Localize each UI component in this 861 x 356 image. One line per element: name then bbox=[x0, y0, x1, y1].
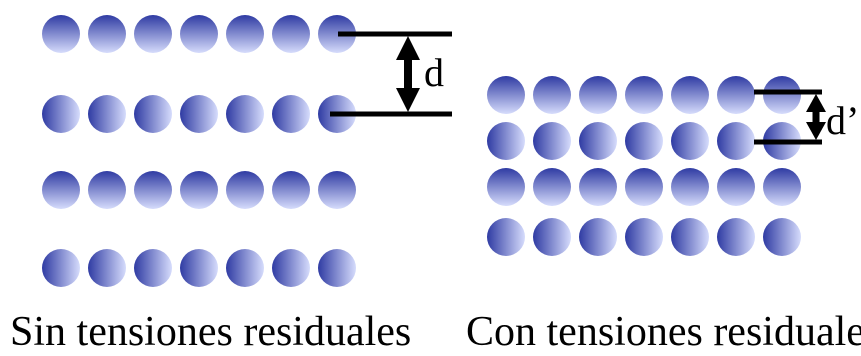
right-atom bbox=[579, 122, 617, 160]
caption-without-residual-stress: Sin tensiones residuales bbox=[10, 309, 412, 355]
right-atom bbox=[671, 168, 709, 206]
right-atom-lattice bbox=[487, 76, 801, 256]
left-atom bbox=[134, 95, 172, 133]
right-atom bbox=[717, 218, 755, 256]
left-atom bbox=[318, 249, 356, 287]
right-atom bbox=[533, 122, 571, 160]
right-atom bbox=[763, 168, 801, 206]
left-atom bbox=[318, 171, 356, 209]
right-atom bbox=[487, 76, 525, 114]
right-atom bbox=[579, 76, 617, 114]
left-atom bbox=[318, 15, 356, 53]
left-atom bbox=[88, 249, 126, 287]
right-atom bbox=[579, 168, 617, 206]
left-atom bbox=[180, 171, 218, 209]
left-atom bbox=[272, 95, 310, 133]
left-atom bbox=[88, 171, 126, 209]
right-atom bbox=[763, 218, 801, 256]
left-atom bbox=[134, 249, 172, 287]
left-spacing-label: d bbox=[424, 50, 444, 95]
left-atom bbox=[272, 249, 310, 287]
right-atom bbox=[717, 76, 755, 114]
right-arrow-head-down bbox=[806, 122, 826, 140]
right-atom bbox=[487, 218, 525, 256]
caption-with-residual-stress: Con tensiones residuales bbox=[466, 309, 861, 355]
left-atom bbox=[180, 95, 218, 133]
left-atom bbox=[180, 15, 218, 53]
left-atom bbox=[226, 249, 264, 287]
right-atom bbox=[533, 218, 571, 256]
left-arrow-head-down bbox=[396, 88, 420, 112]
right-atom bbox=[533, 168, 571, 206]
left-atom bbox=[134, 15, 172, 53]
left-atom-lattice bbox=[42, 15, 356, 287]
right-atom bbox=[487, 122, 525, 160]
right-atom bbox=[625, 218, 663, 256]
left-atom bbox=[226, 95, 264, 133]
right-spacing-label: d’ bbox=[826, 98, 859, 143]
left-atom bbox=[226, 15, 264, 53]
right-atom bbox=[671, 218, 709, 256]
right-spacing-marker: d’ bbox=[754, 89, 859, 145]
right-atom bbox=[625, 122, 663, 160]
right-atom bbox=[625, 76, 663, 114]
left-atom bbox=[134, 171, 172, 209]
left-spacing-marker: d bbox=[330, 31, 452, 117]
left-atom bbox=[42, 249, 80, 287]
right-atom bbox=[717, 168, 755, 206]
right-arrow-head-up bbox=[806, 94, 826, 112]
left-atom bbox=[88, 95, 126, 133]
left-arrow-head-up bbox=[396, 36, 420, 60]
left-atom bbox=[180, 249, 218, 287]
left-atom bbox=[226, 171, 264, 209]
left-atom bbox=[272, 171, 310, 209]
left-atom bbox=[42, 171, 80, 209]
right-atom bbox=[625, 168, 663, 206]
right-atom bbox=[763, 76, 801, 114]
right-atom bbox=[717, 122, 755, 160]
right-atom bbox=[671, 122, 709, 160]
right-atom bbox=[579, 218, 617, 256]
left-atom bbox=[88, 15, 126, 53]
left-atom bbox=[42, 15, 80, 53]
right-atom bbox=[671, 76, 709, 114]
left-atom bbox=[42, 95, 80, 133]
right-atom bbox=[487, 168, 525, 206]
left-atom bbox=[272, 15, 310, 53]
right-atom bbox=[533, 76, 571, 114]
